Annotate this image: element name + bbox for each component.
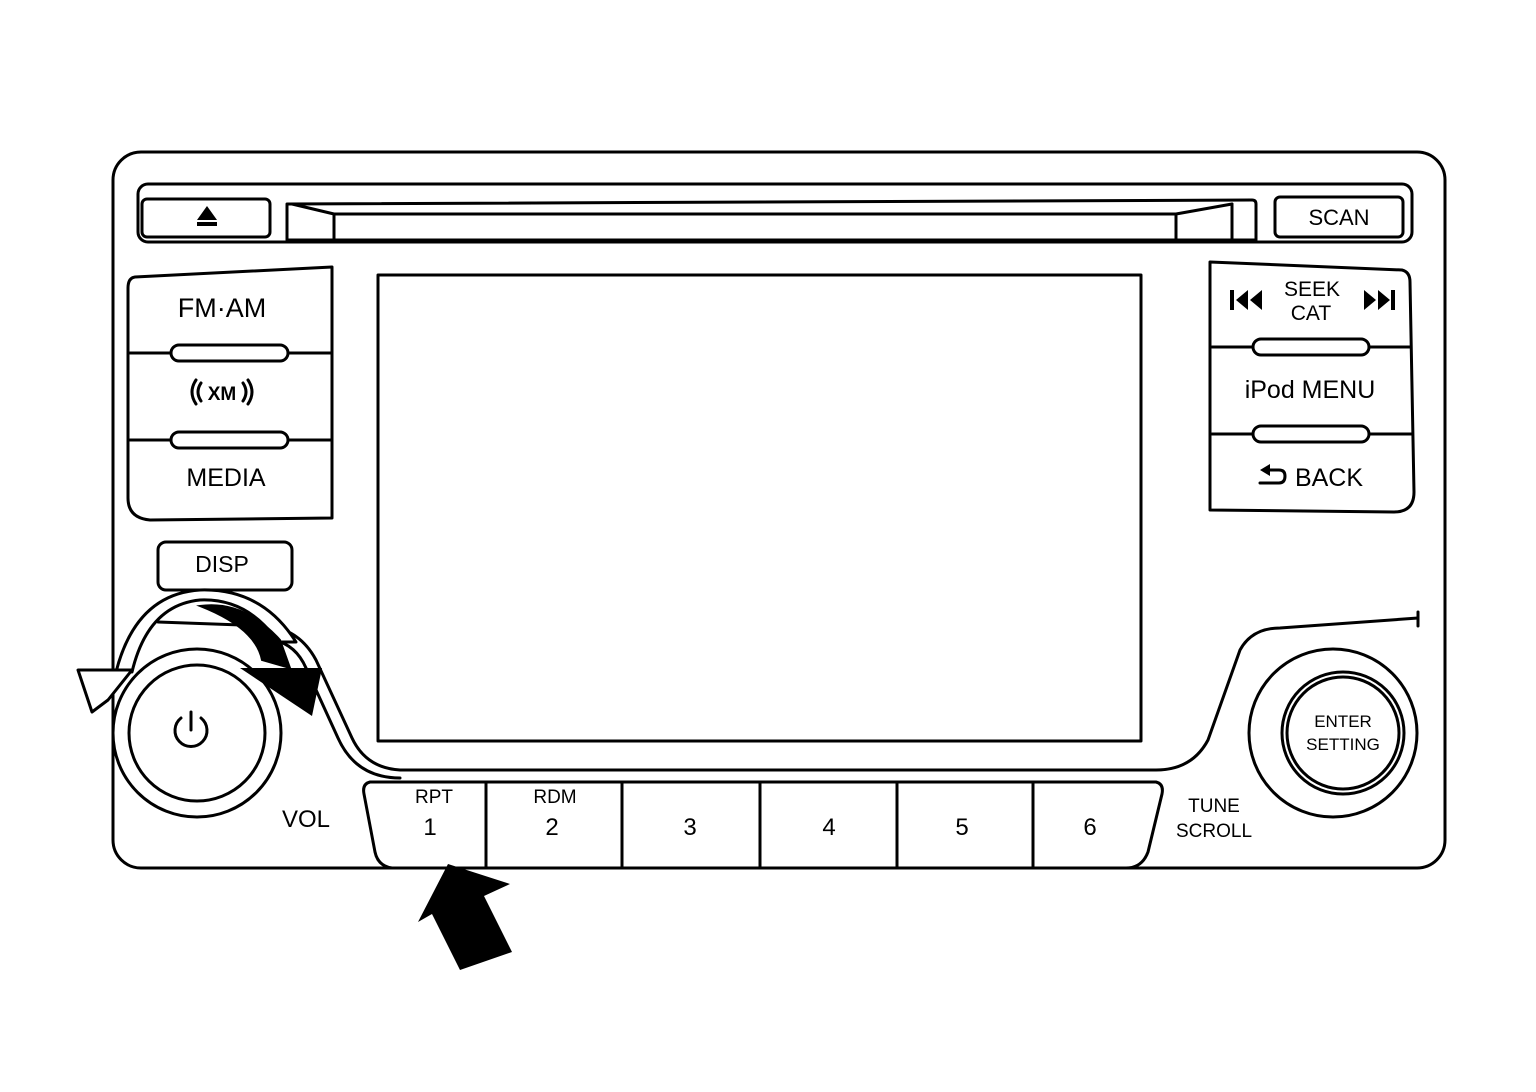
- tune-label: TUNE: [1188, 796, 1240, 817]
- skip-back-icon: [1230, 290, 1262, 310]
- preset-button-3[interactable]: 3: [683, 814, 696, 841]
- enter-setting-button[interactable]: ENTER SETTING: [1306, 712, 1380, 754]
- eject-icon: [197, 206, 217, 226]
- preset-3-number: 3: [683, 814, 696, 841]
- volume-knob[interactable]: [111, 647, 283, 819]
- power-icon: [173, 710, 209, 748]
- seek-cat-button[interactable]: SEEK CAT: [1230, 278, 1395, 325]
- preset-button-2[interactable]: RDM 2: [533, 787, 576, 841]
- left-button-cluster: [126, 265, 334, 522]
- preset-1-sub: RPT: [415, 787, 453, 808]
- fm-am-button[interactable]: FM·AM: [178, 293, 266, 323]
- scroll-label: SCROLL: [1176, 821, 1252, 842]
- right-button-cluster: [1208, 260, 1416, 514]
- vol-label: VOL: [282, 806, 330, 833]
- preset-6-number: 6: [1083, 814, 1096, 841]
- disp-button[interactable]: DISP: [156, 540, 294, 592]
- disc-slot: [285, 198, 1258, 242]
- pointer-arrow-icon: [418, 864, 512, 970]
- disp-label: DISP: [195, 551, 249, 577]
- cat-label: CAT: [1291, 302, 1332, 325]
- preset-1-number: 1: [423, 814, 436, 841]
- preset-4-number: 4: [822, 814, 835, 841]
- back-button[interactable]: BACK: [1258, 464, 1363, 492]
- enter-label: ENTER: [1314, 712, 1372, 731]
- preset-button-6[interactable]: 6: [1083, 814, 1096, 841]
- ipod-menu-button[interactable]: iPod MENU: [1245, 376, 1376, 404]
- preset-5-number: 5: [955, 814, 968, 841]
- tune-scroll-knob[interactable]: [1247, 647, 1419, 819]
- preset-2-number: 2: [545, 814, 558, 841]
- return-arrow-icon: [1258, 464, 1287, 485]
- ipod-menu-label: iPod MENU: [1245, 376, 1376, 404]
- eject-button[interactable]: [140, 197, 272, 239]
- preset-2-sub: RDM: [533, 787, 576, 808]
- fm-am-label: FM·AM: [178, 293, 266, 323]
- scan-label: SCAN: [1308, 205, 1369, 230]
- rotate-arrows-icon: [76, 588, 322, 716]
- xm-logo: XM: [190, 378, 254, 406]
- preset-button-5[interactable]: 5: [955, 814, 968, 841]
- display-screen: [376, 273, 1143, 743]
- seek-label: SEEK: [1284, 278, 1340, 301]
- xm-button[interactable]: XM: [190, 378, 254, 406]
- xm-label: XM: [208, 384, 237, 405]
- preset-button-1[interactable]: RPT 1: [415, 787, 453, 841]
- back-label: BACK: [1295, 464, 1363, 492]
- scan-button[interactable]: SCAN: [1273, 195, 1405, 239]
- preset-bar: [362, 780, 1164, 870]
- media-button[interactable]: MEDIA: [186, 464, 266, 492]
- bezel-contour: [156, 616, 1420, 772]
- media-label: MEDIA: [186, 464, 266, 492]
- setting-label: SETTING: [1306, 735, 1380, 754]
- preset-button-4[interactable]: 4: [822, 814, 835, 841]
- skip-forward-icon: [1364, 290, 1395, 310]
